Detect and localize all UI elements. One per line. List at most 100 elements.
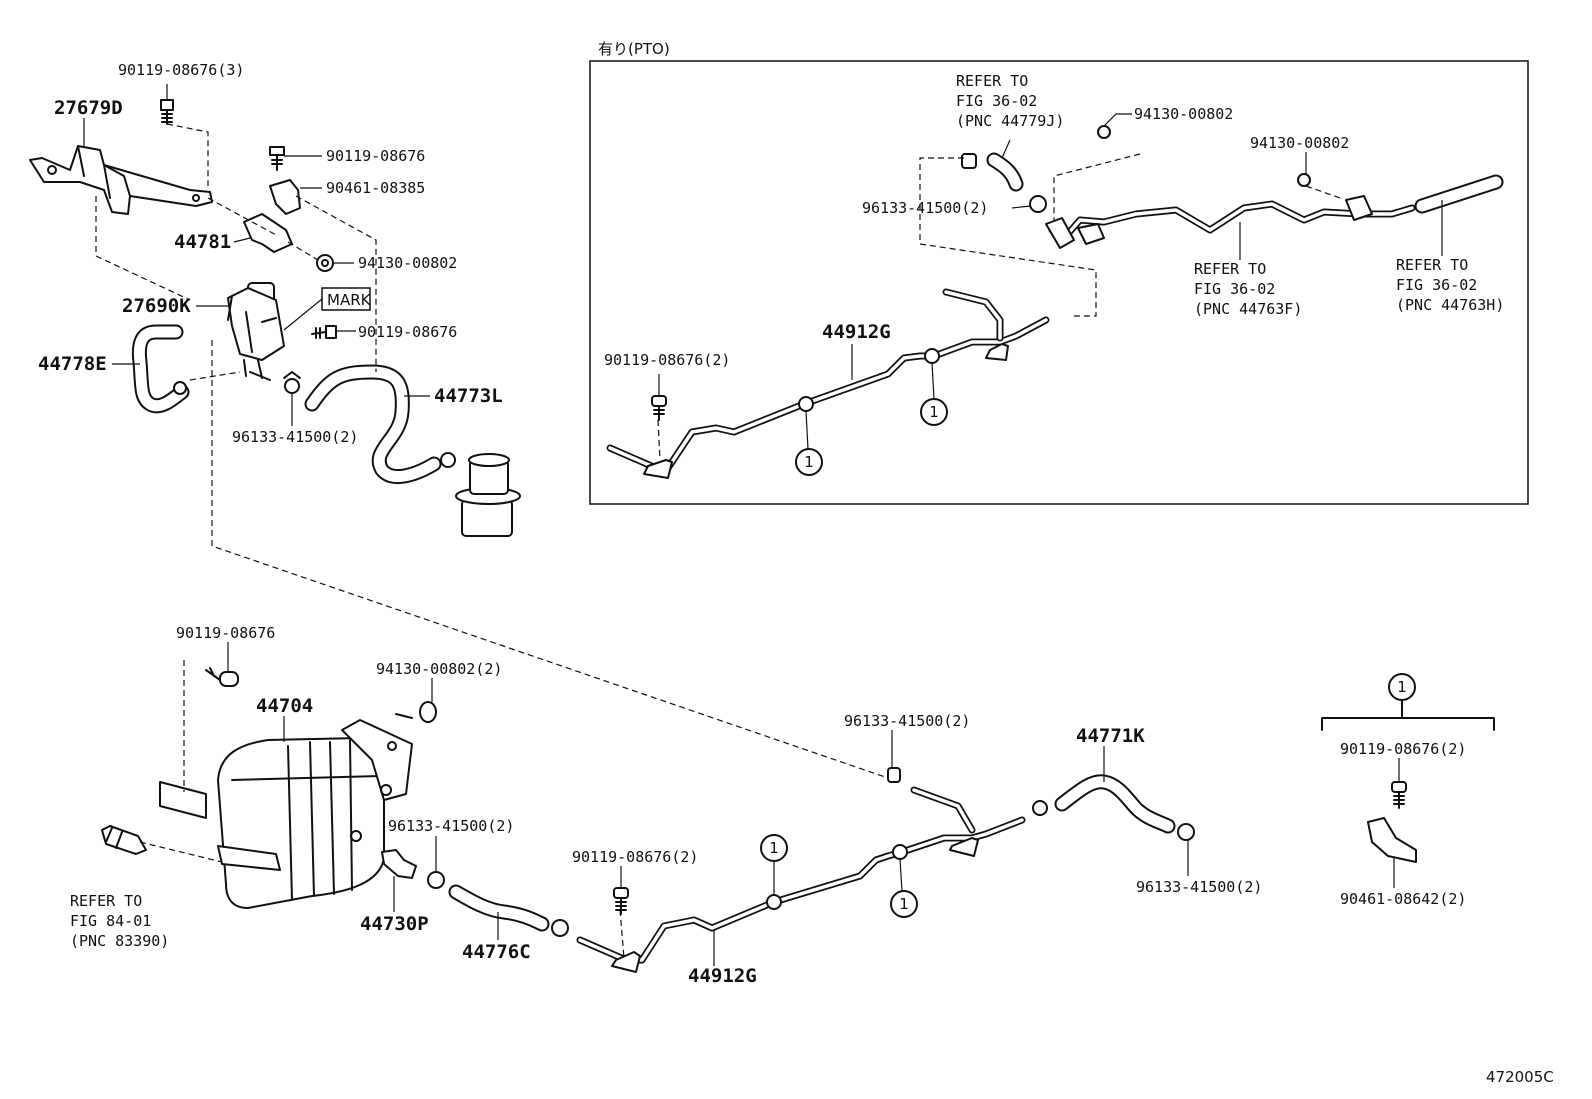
label-90119-08676-bracket: 90119-08676: [326, 147, 425, 165]
nut-94130-00802-top: [316, 254, 334, 272]
refer-note-44763f: REFER TO FIG 36-02 (PNC 44763F): [1194, 260, 1302, 318]
refer-note-44779j: REFER TO FIG 36-02 (PNC 44779J): [956, 72, 1064, 130]
clip-96133-41500-canister: [440, 452, 456, 468]
svg-text:FIG 36-02: FIG 36-02: [1396, 276, 1477, 294]
mark-leader: [283, 298, 323, 331]
svg-text:(PNC 44779J): (PNC 44779J): [956, 112, 1064, 130]
dash-bracket-vsv: [95, 196, 191, 301]
nut-94130-00802-chamber: [395, 701, 437, 723]
callout-digit-1c: 1: [804, 453, 814, 471]
svg-text:(PNC 44763H): (PNC 44763H): [1396, 296, 1504, 314]
pipe-44912g-bottom: [576, 786, 1026, 973]
clip-96133-41500-44776c-a: [427, 871, 445, 889]
label-96133-41500-2-44771k: 96133-41500(2): [1136, 878, 1262, 896]
label-94130-00802-top: 94130-00802: [358, 254, 457, 272]
label-44912g-option: 44912G: [822, 321, 891, 343]
clip-96133-41500-44771k-a: [1032, 800, 1048, 816]
svg-text:REFER TO: REFER TO: [956, 72, 1028, 90]
vsv-27690k: [227, 282, 285, 381]
label-96133-41500-2-44776c: 96133-41500(2): [388, 817, 514, 835]
svg-text:FIG 84-01: FIG 84-01: [70, 912, 151, 930]
dash-option-bolt: [657, 419, 661, 461]
label-96133-41500-2-vsv: 96133-41500(2): [232, 428, 358, 446]
clamp-90461-08385: [269, 179, 301, 215]
label-27679d: 27679D: [54, 97, 123, 119]
bracket-27679d: [29, 145, 213, 215]
label-44778e: 44778E: [38, 353, 107, 375]
option-box-frame: [589, 60, 1529, 505]
label-44776c: 44776C: [462, 941, 531, 963]
bracket-44781: [243, 213, 293, 253]
label-90119-08676-2-option: 90119-08676(2): [604, 351, 730, 369]
label-44771k: 44771K: [1076, 725, 1145, 747]
chamber-44704: [159, 719, 413, 909]
hose-44779j: [986, 152, 1024, 192]
dash-option-nut-b: [1305, 185, 1341, 199]
clip-96133-41500-44778e: [173, 381, 187, 395]
leader-44781: [233, 237, 251, 243]
svg-text:REFER TO: REFER TO: [70, 892, 142, 910]
label-44773l: 44773L: [434, 385, 503, 407]
label-44704: 44704: [256, 695, 313, 717]
clip-96133-41500-vsv: [283, 371, 301, 394]
pipe-44912g-option-right: [1045, 195, 1416, 249]
svg-text:FIG 36-02: FIG 36-02: [956, 92, 1037, 110]
callout-circle-1b: [890, 890, 918, 918]
bolt-90119-08676-top: [160, 99, 174, 125]
leader-callout-1b: [899, 858, 903, 892]
hose-44771k: [1054, 774, 1176, 834]
option-box-caption: 有り(PTO): [598, 40, 670, 58]
label-44730p: 44730P: [360, 913, 429, 935]
refer-note-44763h: REFER TO FIG 36-02 (PNC 44763H): [1396, 256, 1504, 314]
callout-digit-1d: 1: [929, 403, 939, 421]
label-44912g-bottom: 44912G: [688, 965, 757, 987]
hose-44778e: [131, 324, 190, 414]
svg-text:FIG 36-02: FIG 36-02: [1194, 280, 1275, 298]
sensor-83390: [101, 825, 147, 855]
dash-sensor: [139, 841, 223, 863]
label-94130-00802-option-a: 94130-00802: [1134, 105, 1233, 123]
label-94130-00802-option-b: 94130-00802: [1250, 134, 1349, 152]
label-90119-08676-3: 90119-08676(3): [118, 61, 244, 79]
dash-bracket-44781: [207, 197, 279, 237]
label-90119-08676-2-pipe: 90119-08676(2): [572, 848, 698, 866]
bolt-90119-08676-chamber: [205, 667, 239, 687]
bolt-90119-08676-legend: [1391, 781, 1407, 809]
dash-hose-vsv: [189, 371, 241, 381]
dash-bolt-top: [166, 123, 209, 186]
dash-option-nut-a: [1053, 153, 1141, 220]
label-90461-08642-2: 90461-08642(2): [1340, 890, 1466, 908]
figure-code: 472005C: [1486, 1068, 1554, 1086]
dash-bolt-pipe: [619, 909, 625, 959]
svg-text:REFER TO: REFER TO: [1194, 260, 1266, 278]
nut-94130-00802-option-b: [1297, 173, 1311, 187]
valve-44730p: [381, 849, 417, 879]
label-44781: 44781: [174, 231, 231, 253]
clip-96133-41500-option-b: [1029, 195, 1047, 213]
callout-digit-1a: 1: [769, 839, 779, 857]
label-90119-08676-vsv: 90119-08676: [358, 323, 457, 341]
svg-text:(PNC 44763F): (PNC 44763F): [1194, 300, 1302, 318]
bolt-90119-08676-bracket: [269, 146, 285, 171]
leader-clip-option: [1011, 205, 1031, 209]
leader-callout-1d: [931, 362, 935, 400]
label-94130-00802-2: 94130-00802(2): [376, 660, 502, 678]
leader-callout-1c: [805, 410, 809, 450]
label-96133-41500-2-pipe: 96133-41500(2): [844, 712, 970, 730]
callout-digit-1b: 1: [899, 895, 909, 913]
clip-96133-41500-44776c-b: [551, 919, 569, 937]
legend-bracket: [1321, 699, 1495, 731]
label-96133-41500-2-option: 96133-41500(2): [862, 199, 988, 217]
refer-note-83390: REFER TO FIG 84-01 (PNC 83390): [70, 892, 169, 950]
hose-44776c: [448, 884, 550, 932]
clamp-90461-08642: [1367, 817, 1417, 863]
hose-44773l: [304, 364, 442, 485]
label-90119-08676-2-legend: 90119-08676(2): [1340, 740, 1466, 758]
clip-96133-41500-option-a: [961, 153, 977, 169]
callout-circle-1c: [795, 448, 823, 476]
dash-nut: [287, 241, 319, 261]
label-90119-08676-chamber: 90119-08676: [176, 624, 275, 642]
hose-44763h: [1414, 174, 1504, 214]
clip-96133-41500-44771k-b: [1177, 823, 1195, 841]
